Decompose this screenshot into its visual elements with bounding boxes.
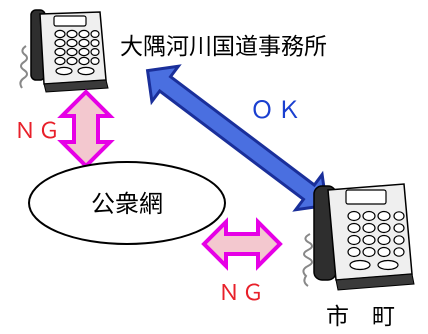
- ng-horizontal-arrow: [201, 217, 283, 271]
- office-label: 大隅河川国道事務所: [120, 34, 327, 60]
- ng-label-bottom: ＮＧ: [218, 281, 266, 306]
- public-network-label: 公衆網: [91, 190, 163, 218]
- telephone-icon-municipality: [302, 183, 415, 291]
- telephone-icon-office: [19, 9, 109, 93]
- public-network-ellipse: [28, 161, 226, 245]
- ng-label-left: ＮＧ: [14, 119, 62, 144]
- ng-vertical-arrow: [57, 89, 115, 169]
- ok-label: ＯＫ: [250, 96, 304, 124]
- municipality-label: 市 町: [326, 304, 395, 330]
